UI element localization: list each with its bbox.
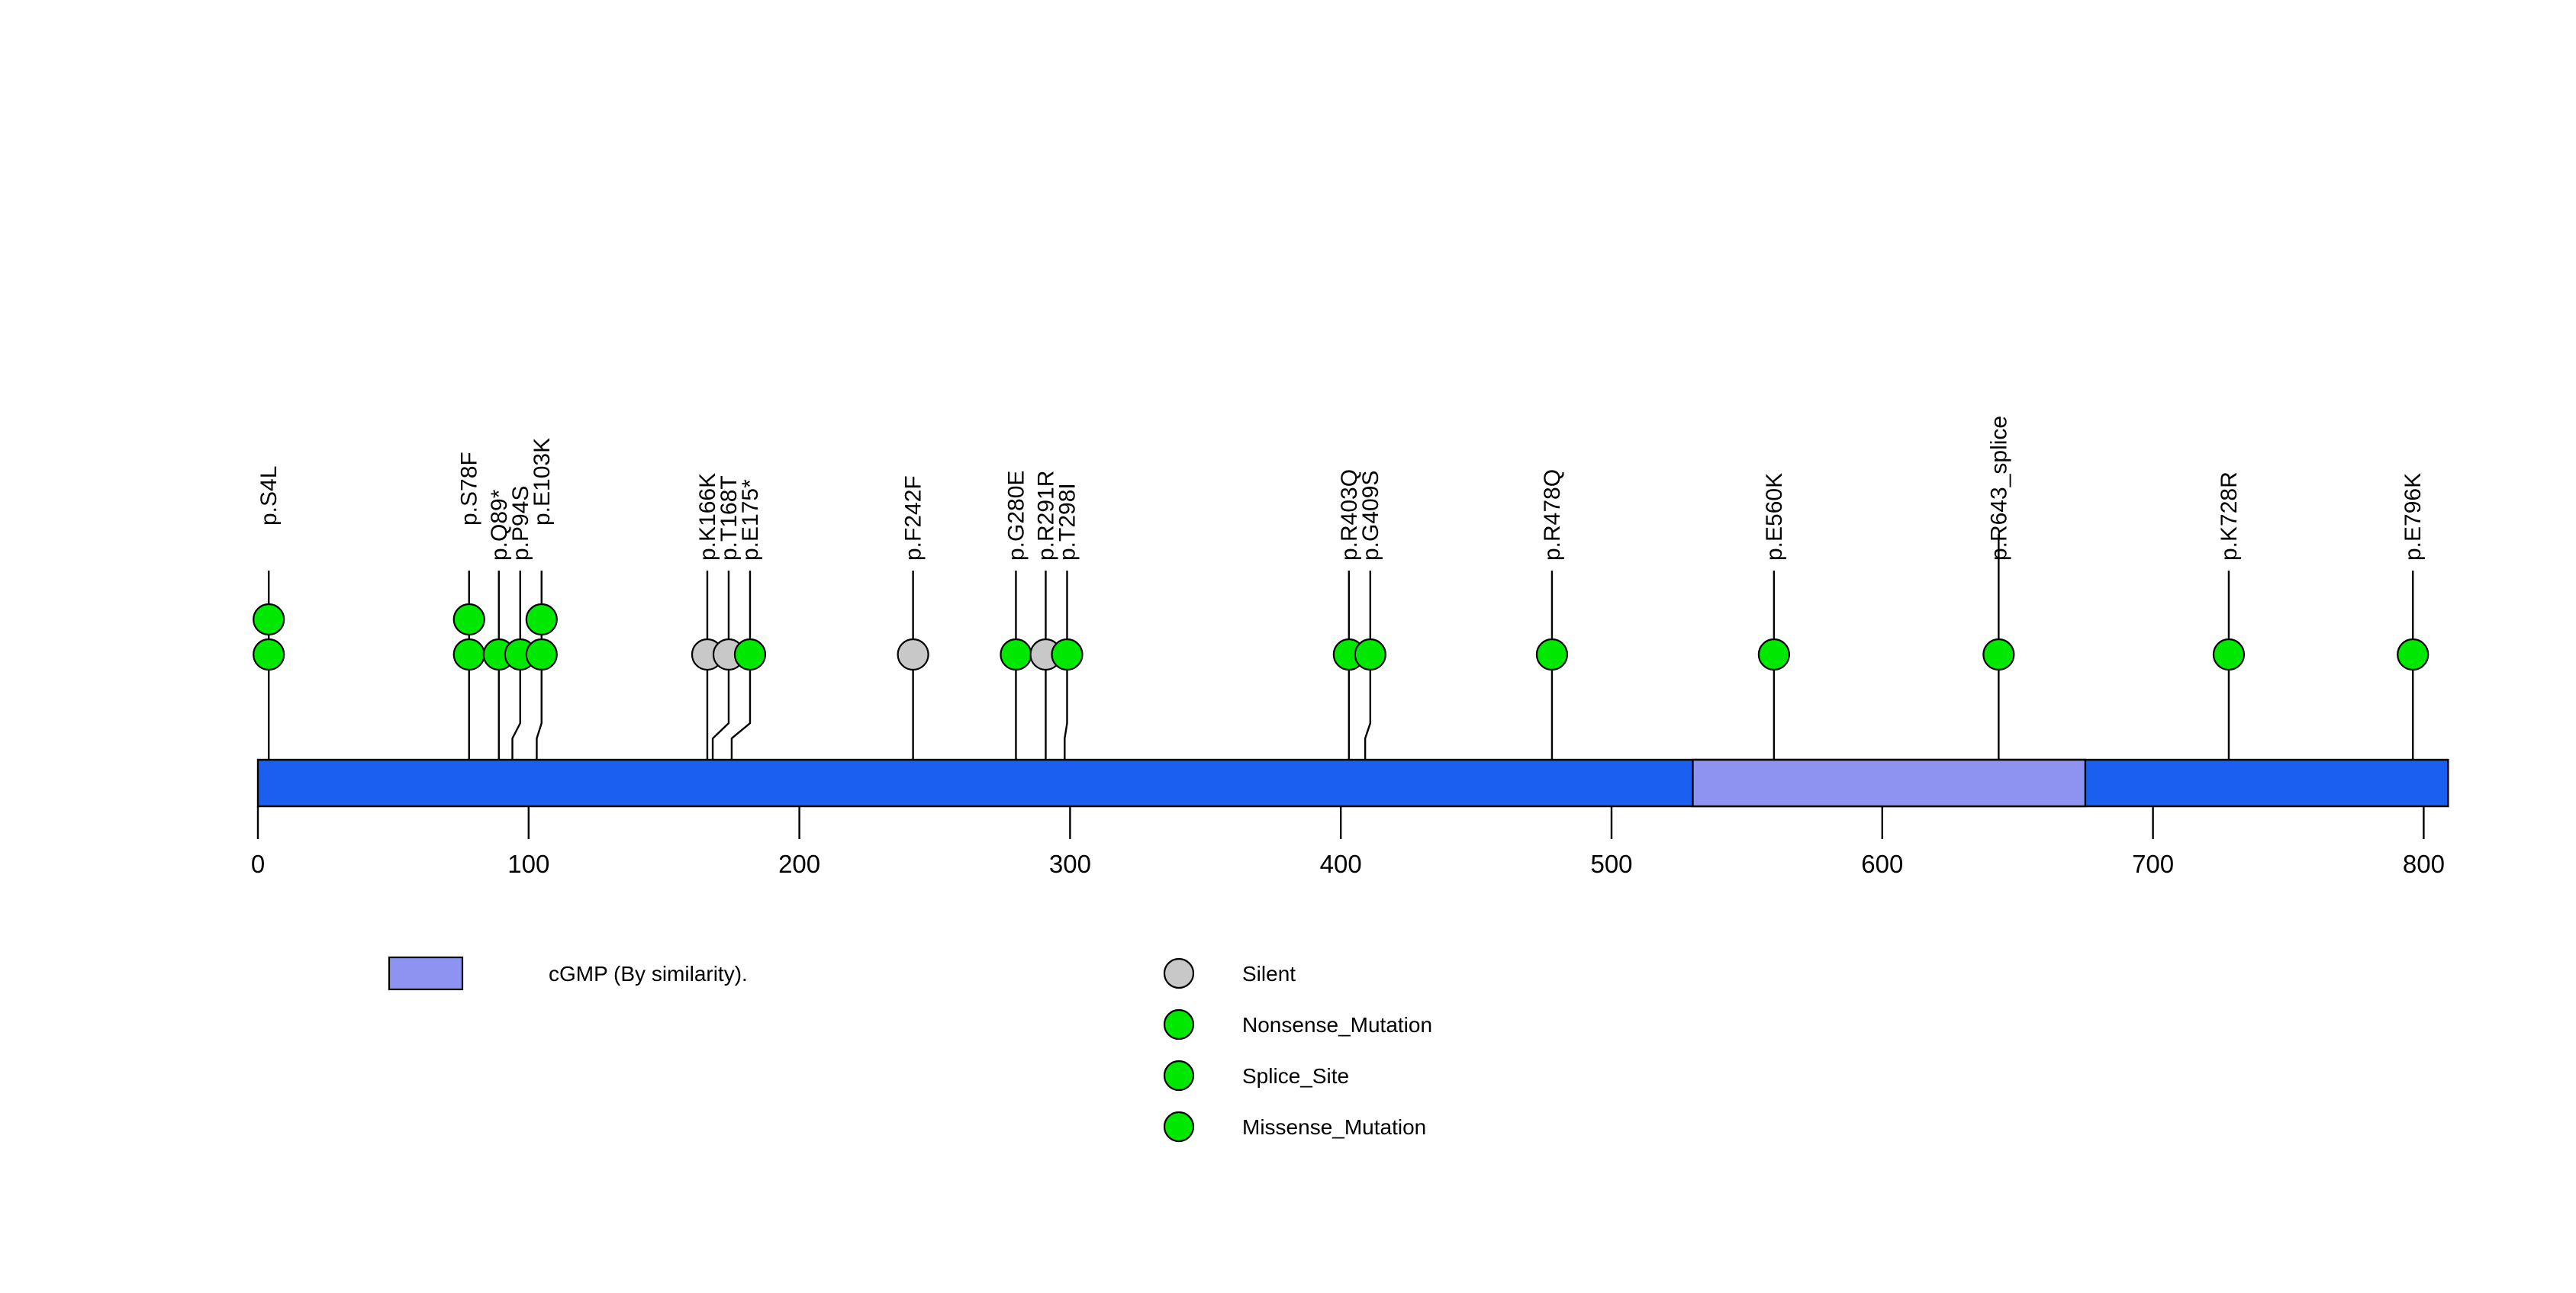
axis-tick-label: 500 bbox=[1590, 850, 1632, 878]
mutation-label[interactable]: p.Q89* bbox=[487, 489, 512, 561]
axis-tick-label: 0 bbox=[251, 850, 265, 878]
protein-domain-region[interactable]: cGMP (By similarity). bbox=[1692, 758, 2087, 808]
mutation-label[interactable]: p.R403Q bbox=[1337, 469, 1362, 561]
legend-mutation-marker[interactable] bbox=[1163, 1111, 1195, 1143]
mutation-label[interactable]: p.T298I bbox=[1055, 483, 1080, 561]
mutation-label[interactable]: p.S4L bbox=[256, 466, 282, 526]
legend-mutation-marker[interactable] bbox=[1163, 1060, 1195, 1092]
mutation-marker[interactable]: p.K728R (Missense_Mutation) bbox=[2212, 638, 2246, 671]
mutation-marker[interactable]: p.R478Q (Missense_Mutation) bbox=[1535, 638, 1569, 671]
mutation-marker[interactable]: p.S4L (Nonsense_Mutation) bbox=[253, 638, 285, 671]
mutation-label[interactable]: p.K166K bbox=[695, 473, 720, 561]
mutation-label[interactable]: p.G280E bbox=[1003, 471, 1029, 561]
axis-tick-label: 300 bbox=[1049, 850, 1091, 878]
axis-tick-label: 700 bbox=[2132, 850, 2174, 878]
protein-backbone-bar bbox=[256, 758, 2449, 808]
mutation-label[interactable]: p.T168T bbox=[716, 475, 742, 561]
axis-tick-label: 100 bbox=[507, 850, 549, 878]
axis-tick-label: 800 bbox=[2403, 850, 2445, 878]
legend-domain-label: cGMP (By similarity). bbox=[549, 962, 748, 986]
legend-mutation-label: Nonsense_Mutation bbox=[1242, 1013, 1432, 1037]
mutation-marker[interactable]: p.E560K (Missense_Mutation) bbox=[1757, 638, 1790, 671]
mutation-label[interactable]: p.F242F bbox=[901, 475, 926, 561]
mutation-marker[interactable]: p.T298I (Missense_Mutation) bbox=[1051, 638, 1084, 671]
mutation-marker[interactable]: p.E796K (Missense_Mutation) bbox=[2397, 638, 2429, 671]
mutation-marker[interactable]: p.S78F (Missense_Mutation) bbox=[452, 603, 485, 636]
mutation-marker[interactable]: p.F242F (Silent) bbox=[897, 638, 929, 671]
legend-mutation-label: Silent bbox=[1242, 962, 1296, 986]
mutation-label[interactable]: p.E796K bbox=[2401, 473, 2426, 561]
mutation-marker[interactable]: p.S4L (Nonsense_Mutation) bbox=[253, 603, 285, 636]
mutation-label[interactable]: p.R643_splice bbox=[1986, 416, 2011, 561]
mutation-label[interactable]: p.R291R bbox=[1033, 471, 1058, 561]
mutation-markers-group: p.S4L (Nonsense_Mutation)p.S4L (Nonsense… bbox=[253, 603, 2429, 671]
mutation-label[interactable]: p.G409S bbox=[1358, 471, 1383, 561]
axis-tick-label: 600 bbox=[1861, 850, 1903, 878]
residue-axis-group: 0 100 200 300 400 500 600 700 800 bbox=[251, 806, 2445, 878]
mutation-label[interactable]: p.E103K bbox=[530, 438, 555, 526]
mutation-marker[interactable]: p.E103K (Missense_Mutation) bbox=[525, 603, 558, 636]
mutation-marker[interactable]: p.E103K (Missense_Mutation) bbox=[525, 638, 558, 671]
mutation-label[interactable]: p.K728R bbox=[2217, 471, 2242, 561]
legend-mutation-label: Splice_Site bbox=[1242, 1064, 1349, 1088]
mutation-marker[interactable]: p.S78F (Missense_Mutation) bbox=[452, 638, 485, 671]
mutation-marker[interactable]: p.G280E (Missense_Mutation) bbox=[1000, 638, 1032, 671]
legend-domain-swatch[interactable] bbox=[388, 956, 464, 991]
mutation-marker[interactable]: p.R643_splice (Splice_Site) bbox=[1982, 638, 2015, 671]
axis-tick-label: 400 bbox=[1320, 850, 1362, 878]
legend-mutation-label: Missense_Mutation bbox=[1242, 1115, 1426, 1139]
mutation-label[interactable]: p.E560K bbox=[1762, 473, 1787, 561]
mutation-label[interactable]: p.E175* bbox=[738, 479, 763, 561]
mutation-label[interactable]: p.R478Q bbox=[1540, 469, 1565, 561]
legend-group: cGMP (By similarity). SilentNonsense_Muta… bbox=[388, 956, 1432, 1143]
legend-mutation-marker[interactable] bbox=[1163, 1008, 1195, 1041]
mutation-label[interactable]: p.P94S bbox=[508, 486, 533, 561]
legend-mutation-marker[interactable] bbox=[1163, 957, 1195, 989]
mutation-label[interactable]: p.S78F bbox=[457, 452, 482, 526]
mutation-marker[interactable]: p.G409S (Missense_Mutation) bbox=[1354, 638, 1386, 671]
protein-backbone-group: cGMP (By similarity). bbox=[256, 758, 2449, 808]
mutation-marker[interactable]: p.E175* (Nonsense_Mutation) bbox=[733, 638, 767, 671]
axis-tick-label: 200 bbox=[778, 850, 820, 878]
